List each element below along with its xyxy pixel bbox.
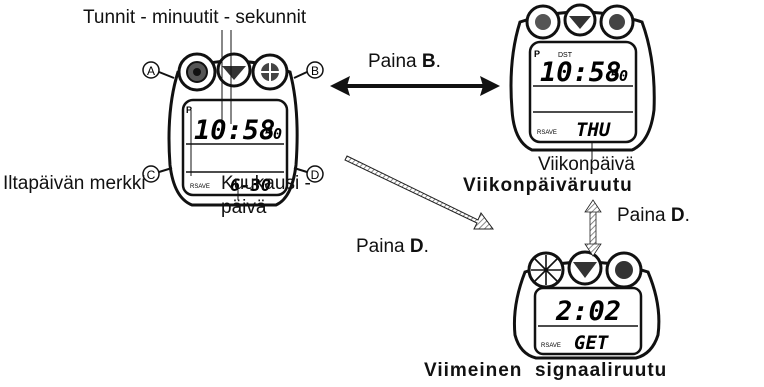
main-time: 10:58 xyxy=(194,115,275,146)
label-pm-indicator: Iltapäivän merkki xyxy=(3,173,146,194)
signal-subdial-left-icon xyxy=(527,251,565,289)
subdial-center-icon xyxy=(216,52,252,88)
subdial-right-icon xyxy=(251,53,289,91)
main-rsave: RSAVE xyxy=(190,184,210,190)
press-b-key: B xyxy=(421,51,436,72)
signal-subdial-right-icon xyxy=(605,251,643,289)
main-date: 6-30 xyxy=(230,176,271,196)
watch-signal: 2:02 RSAVE GET xyxy=(512,250,661,360)
main-seconds: 50 xyxy=(264,125,282,143)
label-press-d-left: Paina D. xyxy=(356,236,429,258)
signal-subdial-center-icon xyxy=(567,250,603,286)
button-d-icon: D xyxy=(293,165,324,183)
button-a-icon: A xyxy=(142,61,175,79)
weekday-subdial-center-icon xyxy=(563,3,597,37)
button-b-letter: B xyxy=(311,64,319,78)
button-c-letter: C xyxy=(147,168,156,182)
press-d-right-prefix: Paina xyxy=(617,205,671,226)
watch-main: A B C D P 10:58 50 RSAVE 6-30 xyxy=(142,30,324,207)
label-time-parts: Tunnit - minuutit - sekunnit xyxy=(83,7,307,28)
weekday-dst: DST xyxy=(558,52,573,59)
weekday-pm-mark: P xyxy=(534,49,540,59)
label-month-day-1: Kuukausi - xyxy=(221,173,311,194)
signal-time: 2:02 xyxy=(555,296,621,327)
button-b-icon: B xyxy=(293,61,324,79)
label-weekday-screen: Viikonpäiväruutu xyxy=(463,175,633,196)
button-a-letter: A xyxy=(147,64,155,78)
diagonal-arrow-icon xyxy=(344,155,494,230)
double-arrow-horizontal-icon xyxy=(330,76,500,96)
press-d-left-prefix: Paina xyxy=(356,236,410,257)
weekday-time: 10:58 xyxy=(540,57,621,88)
label-press-b: Paina B. xyxy=(368,51,441,73)
weekday-subdial-right-icon xyxy=(599,4,635,40)
pm-mark: P xyxy=(186,105,192,115)
press-d-right-key: D xyxy=(670,205,685,226)
double-arrow-vertical-icon xyxy=(584,199,602,257)
weekday-subdial-left-icon xyxy=(525,4,561,40)
press-d-right-suffix: . xyxy=(684,205,690,226)
press-b-prefix: Paina xyxy=(368,51,422,72)
weekday-seconds: 50 xyxy=(610,67,628,85)
weekday-rsave: RSAVE xyxy=(537,130,557,136)
press-d-left-suffix: . xyxy=(423,236,429,257)
weekday-day: THU xyxy=(576,119,611,141)
signal-status: GET xyxy=(574,332,609,354)
label-press-d-right: Paina D. xyxy=(617,205,690,227)
signal-rsave: RSAVE xyxy=(541,343,561,349)
label-weekday: Viikonpäivä xyxy=(538,154,635,175)
press-b-suffix: . xyxy=(435,51,441,72)
label-month-day-2: päivä xyxy=(221,197,267,218)
button-d-letter: D xyxy=(311,168,320,182)
button-c-icon: C xyxy=(142,165,173,183)
label-last-signal-screen: Viimeinen signaaliruutu xyxy=(424,360,668,381)
subdial-left-icon xyxy=(177,52,217,92)
press-d-left-key: D xyxy=(409,236,424,257)
watch-weekday: P DST 10:58 50 RSAVE THU xyxy=(509,3,656,160)
